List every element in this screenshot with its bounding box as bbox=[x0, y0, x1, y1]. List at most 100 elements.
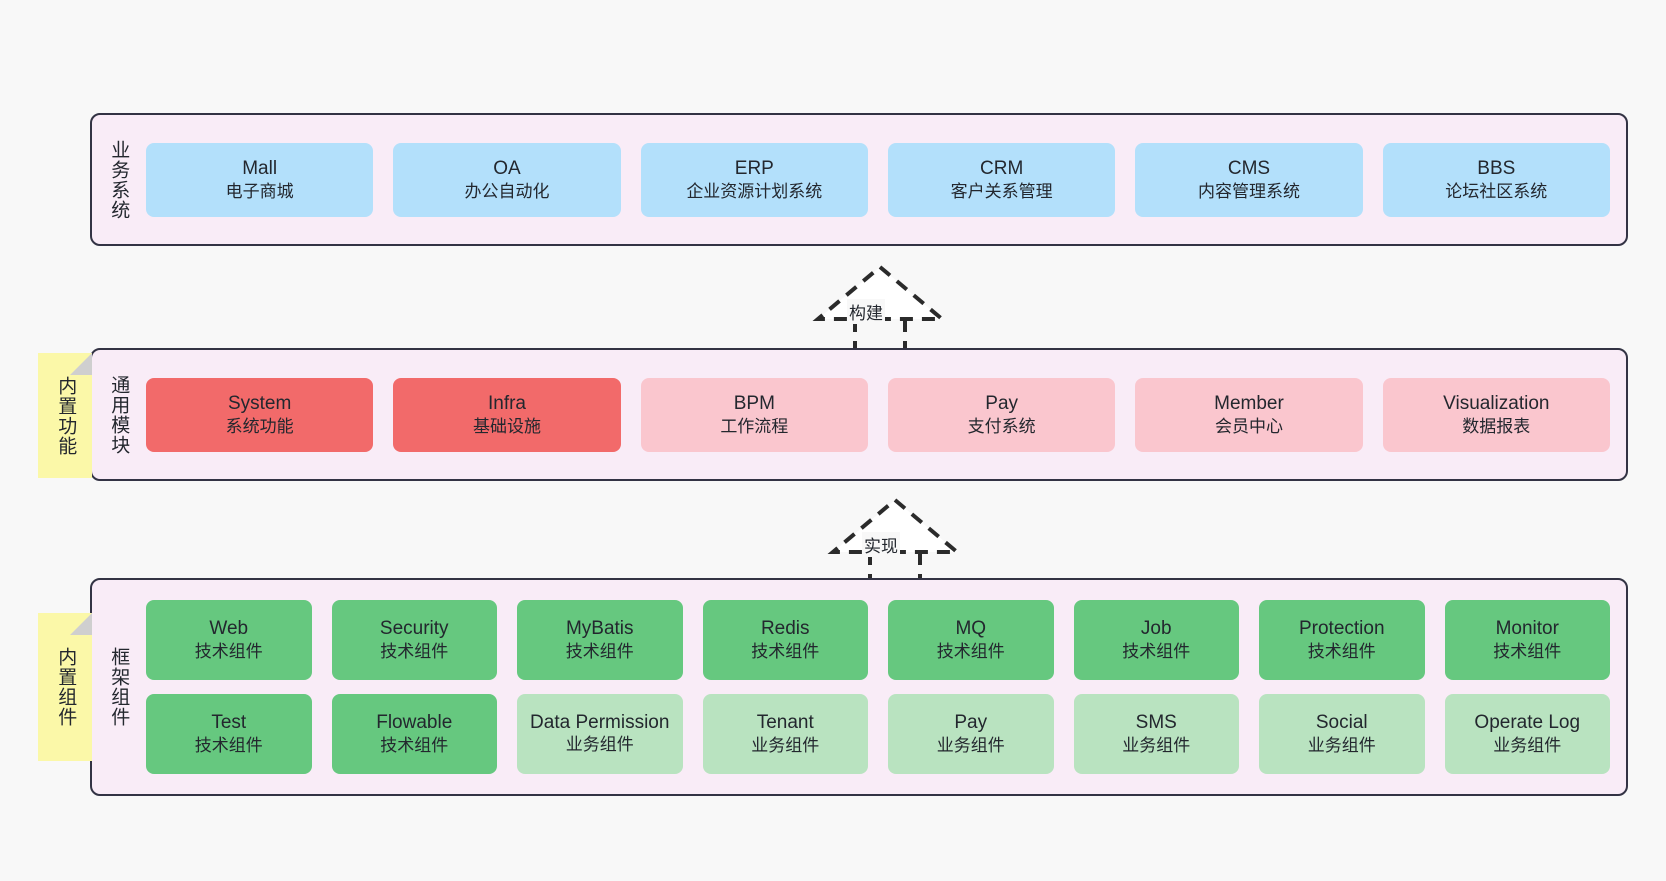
card-title-cn: 论坛社区系统 bbox=[1445, 181, 1548, 201]
card-title-en: Infra bbox=[487, 392, 526, 414]
layer-body-business-system: Mall 电子商城 OA 办公自动化 ERP 企业资源计划系统 CRM 客户关系… bbox=[144, 115, 1626, 244]
card-title-cn: 技术组件 bbox=[194, 736, 263, 756]
layer-business-system: 业务系统 Mall 电子商城 OA 办公自动化 ERP 企业资源计划系统 CRM… bbox=[90, 113, 1628, 246]
card-title-en: Redis bbox=[760, 618, 810, 640]
card-title-cn: 业务组件 bbox=[1307, 736, 1376, 756]
card-title-cn: 企业资源计划系统 bbox=[686, 181, 823, 201]
card-title-en: Operate Log bbox=[1474, 712, 1581, 734]
note-builtin-component: 内置组件 bbox=[38, 613, 92, 761]
card-title-cn: 业务组件 bbox=[1122, 736, 1191, 756]
note-builtin-function: 内置功能 bbox=[38, 353, 92, 478]
card-title-cn: 支付系统 bbox=[967, 416, 1036, 436]
card-redis[interactable]: Redis 技术组件 bbox=[702, 600, 868, 680]
card-title-en: Visualization bbox=[1443, 392, 1550, 414]
card-title-cn: 工作流程 bbox=[720, 416, 789, 436]
card-title-cn: 技术组件 bbox=[936, 642, 1005, 662]
card-title-cn: 技术组件 bbox=[194, 642, 263, 662]
card-title-cn: 数据报表 bbox=[1462, 416, 1531, 436]
card-cms[interactable]: CMS 内容管理系统 bbox=[1135, 142, 1363, 217]
card-title-en: BPM bbox=[733, 392, 775, 414]
card-test[interactable]: Test 技术组件 bbox=[146, 694, 312, 774]
card-title-cn: 技术组件 bbox=[1493, 642, 1562, 662]
layer-title-common-module: 通用模块 bbox=[108, 374, 130, 455]
card-title-en: Test bbox=[211, 712, 247, 734]
card-title-en: Flowable bbox=[376, 712, 453, 734]
card-monitor[interactable]: Monitor 技术组件 bbox=[1444, 600, 1610, 680]
card-title-cn: 办公自动化 bbox=[464, 181, 550, 201]
card-mq[interactable]: MQ 技术组件 bbox=[888, 600, 1054, 680]
card-title-en: Member bbox=[1214, 392, 1284, 414]
card-title-cn: 基础设施 bbox=[472, 416, 541, 436]
card-title-en: System bbox=[227, 392, 292, 414]
card-title-en: OA bbox=[493, 157, 521, 179]
connector-label-implement: 实现 bbox=[862, 532, 900, 557]
layer-framework-component: 框架组件 Web 技术组件 Security 技术组件 MyBatis 技术组件… bbox=[90, 578, 1628, 796]
layer-common-module: 通用模块 System 系统功能 Infra 基础设施 BPM 工作流程 Pay… bbox=[90, 348, 1628, 481]
layer-title-business-system: 业务系统 bbox=[108, 139, 130, 220]
card-title-en: SMS bbox=[1135, 712, 1177, 734]
card-title-cn: 技术组件 bbox=[1122, 642, 1191, 662]
card-title-cn: 客户关系管理 bbox=[950, 181, 1053, 201]
card-mall[interactable]: Mall 电子商城 bbox=[146, 142, 374, 217]
card-title-en: Security bbox=[379, 618, 449, 640]
card-title-en: Job bbox=[1140, 618, 1172, 640]
card-erp[interactable]: ERP 企业资源计划系统 bbox=[640, 142, 868, 217]
card-bbs[interactable]: BBS 论坛社区系统 bbox=[1382, 142, 1610, 217]
connector-label-build: 构建 bbox=[847, 299, 885, 324]
card-social[interactable]: Social 业务组件 bbox=[1259, 694, 1425, 774]
card-title-en: CMS bbox=[1227, 157, 1271, 179]
card-title-en: MyBatis bbox=[565, 618, 634, 640]
card-security[interactable]: Security 技术组件 bbox=[331, 600, 497, 680]
card-mybatis[interactable]: MyBatis 技术组件 bbox=[517, 600, 683, 680]
card-title-en: Data Permission bbox=[530, 711, 670, 733]
card-system[interactable]: System 系统功能 bbox=[146, 377, 374, 452]
card-operate-log[interactable]: Operate Log 业务组件 bbox=[1444, 694, 1610, 774]
card-job[interactable]: Job 技术组件 bbox=[1073, 600, 1239, 680]
card-title-cn: 业务组件 bbox=[936, 736, 1005, 756]
card-title-cn: 内容管理系统 bbox=[1197, 181, 1300, 201]
connector-implement: 实现 bbox=[815, 496, 975, 586]
card-pay-component[interactable]: Pay 业务组件 bbox=[888, 694, 1054, 774]
card-title-cn: 技术组件 bbox=[380, 736, 449, 756]
card-title-en: Pay bbox=[985, 392, 1019, 414]
card-title-en: Pay bbox=[954, 712, 988, 734]
card-row: Mall 电子商城 OA 办公自动化 ERP 企业资源计划系统 CRM 客户关系… bbox=[146, 142, 1610, 217]
card-tenant[interactable]: Tenant 业务组件 bbox=[702, 694, 868, 774]
card-title-cn: 电子商城 bbox=[225, 181, 294, 201]
card-title-cn: 技术组件 bbox=[380, 642, 449, 662]
card-title-cn: 会员中心 bbox=[1214, 416, 1283, 436]
card-visualization[interactable]: Visualization 数据报表 bbox=[1382, 377, 1610, 452]
card-oa[interactable]: OA 办公自动化 bbox=[393, 142, 621, 217]
layer-body-framework-component: Web 技术组件 Security 技术组件 MyBatis 技术组件 Redi… bbox=[144, 580, 1626, 794]
card-title-en: Web bbox=[209, 618, 249, 640]
layer-title-framework-component: 框架组件 bbox=[108, 647, 130, 727]
card-title-cn: 技术组件 bbox=[751, 642, 820, 662]
card-title-en: CRM bbox=[980, 157, 1024, 179]
card-title-en: Tenant bbox=[756, 712, 814, 734]
card-member[interactable]: Member 会员中心 bbox=[1135, 377, 1363, 452]
card-data-permission[interactable]: Data Permission 业务组件 bbox=[517, 694, 683, 774]
card-bpm[interactable]: BPM 工作流程 bbox=[640, 377, 868, 452]
card-title-en: Protection bbox=[1298, 618, 1385, 640]
card-title-cn: 技术组件 bbox=[565, 642, 634, 662]
card-title-cn: 业务组件 bbox=[565, 734, 634, 754]
connector-build: 构建 bbox=[800, 263, 960, 353]
card-title-cn: 业务组件 bbox=[1493, 736, 1562, 756]
card-crm[interactable]: CRM 客户关系管理 bbox=[887, 142, 1116, 217]
card-sms[interactable]: SMS 业务组件 bbox=[1073, 694, 1239, 774]
card-flowable[interactable]: Flowable 技术组件 bbox=[331, 694, 497, 774]
card-title-cn: 系统功能 bbox=[225, 416, 294, 436]
note-label: 内置组件 bbox=[55, 647, 77, 727]
card-title-cn: 业务组件 bbox=[751, 736, 820, 756]
card-protection[interactable]: Protection 技术组件 bbox=[1259, 600, 1425, 680]
note-label: 内置功能 bbox=[55, 375, 77, 456]
card-title-en: Monitor bbox=[1495, 618, 1559, 640]
card-title-en: MQ bbox=[955, 618, 987, 640]
card-title-en: Mall bbox=[242, 157, 278, 179]
card-row: Web 技术组件 Security 技术组件 MyBatis 技术组件 Redi… bbox=[146, 600, 1610, 680]
card-row: System 系统功能 Infra 基础设施 BPM 工作流程 Pay 支付系统… bbox=[146, 377, 1610, 452]
card-web[interactable]: Web 技术组件 bbox=[146, 600, 312, 680]
card-infra[interactable]: Infra 基础设施 bbox=[393, 377, 621, 452]
card-pay-module[interactable]: Pay 支付系统 bbox=[887, 377, 1116, 452]
